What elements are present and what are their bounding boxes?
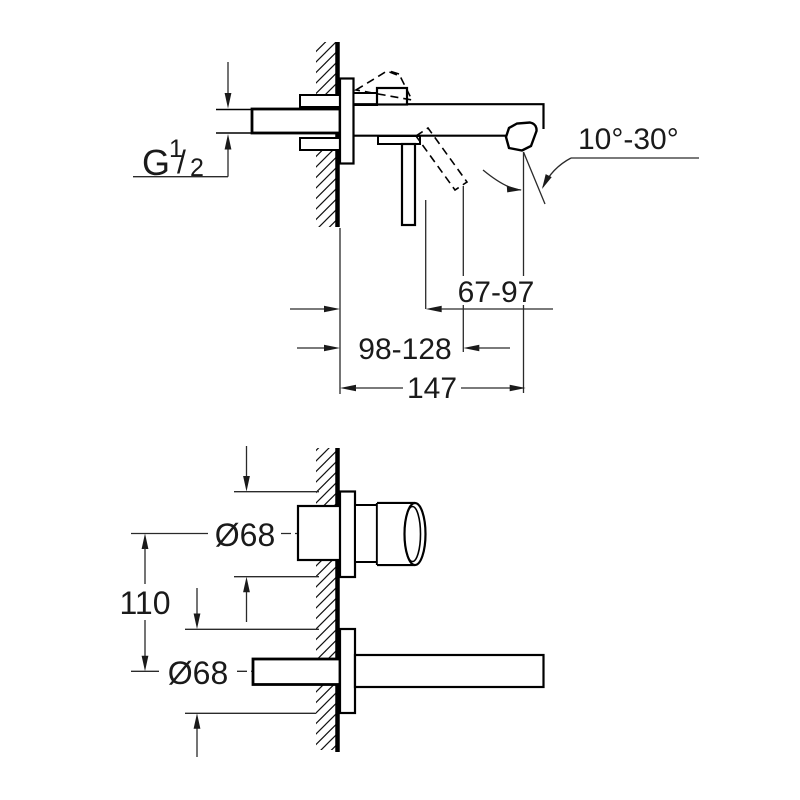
angle-range-label: 10°-30° (578, 123, 679, 156)
inlet-pipe (216, 107, 342, 135)
handle-concealed-body (296, 504, 343, 562)
thread-dimension: G 1 / 2 (133, 62, 232, 183)
arrowhead (506, 185, 522, 193)
dim-handle-diameter: Ø68 (215, 446, 319, 622)
dim-label-spout-diameter: Ø68 (168, 655, 228, 691)
extension-lines (339, 186, 464, 394)
dim-label-110: 110 (119, 585, 170, 621)
spout (352, 86, 545, 145)
escutcheon-side (338, 77, 355, 165)
center-lines (131, 532, 301, 672)
side-view: 10°-30° G 1 / 2 (133, 42, 699, 405)
arrowhead (542, 174, 552, 189)
dim-110: 110 (119, 533, 171, 672)
lever-handle-dashed-positions (353, 70, 469, 192)
spout-front (353, 653, 545, 689)
dim-spout-diameter: Ø68 (168, 588, 319, 757)
dim-67-97: 67-97 (290, 276, 553, 313)
dim-label-147: 147 (407, 372, 457, 405)
handle-knob (354, 501, 427, 567)
handle-escutcheon (338, 490, 357, 579)
elevation-view: Ø68 110 Ø68 (119, 446, 545, 757)
thread-size-label: G 1 / 2 (142, 135, 204, 183)
lever-socket (377, 135, 421, 145)
wall-section-icon (316, 42, 340, 227)
dim-label-67-97: 67-97 (458, 276, 535, 309)
wall-section-icon-bottom (316, 448, 340, 752)
dim-147: 147 (340, 372, 526, 405)
spout-concealed-supply (251, 657, 342, 686)
lever-handle (400, 142, 417, 227)
aerator-tip (504, 121, 538, 152)
dim-label-handle-diameter: Ø68 (215, 517, 275, 553)
dim-label-98-128: 98-128 (358, 333, 451, 366)
dim-98-128: 98-128 (297, 333, 510, 366)
spout-escutcheon (338, 627, 357, 715)
